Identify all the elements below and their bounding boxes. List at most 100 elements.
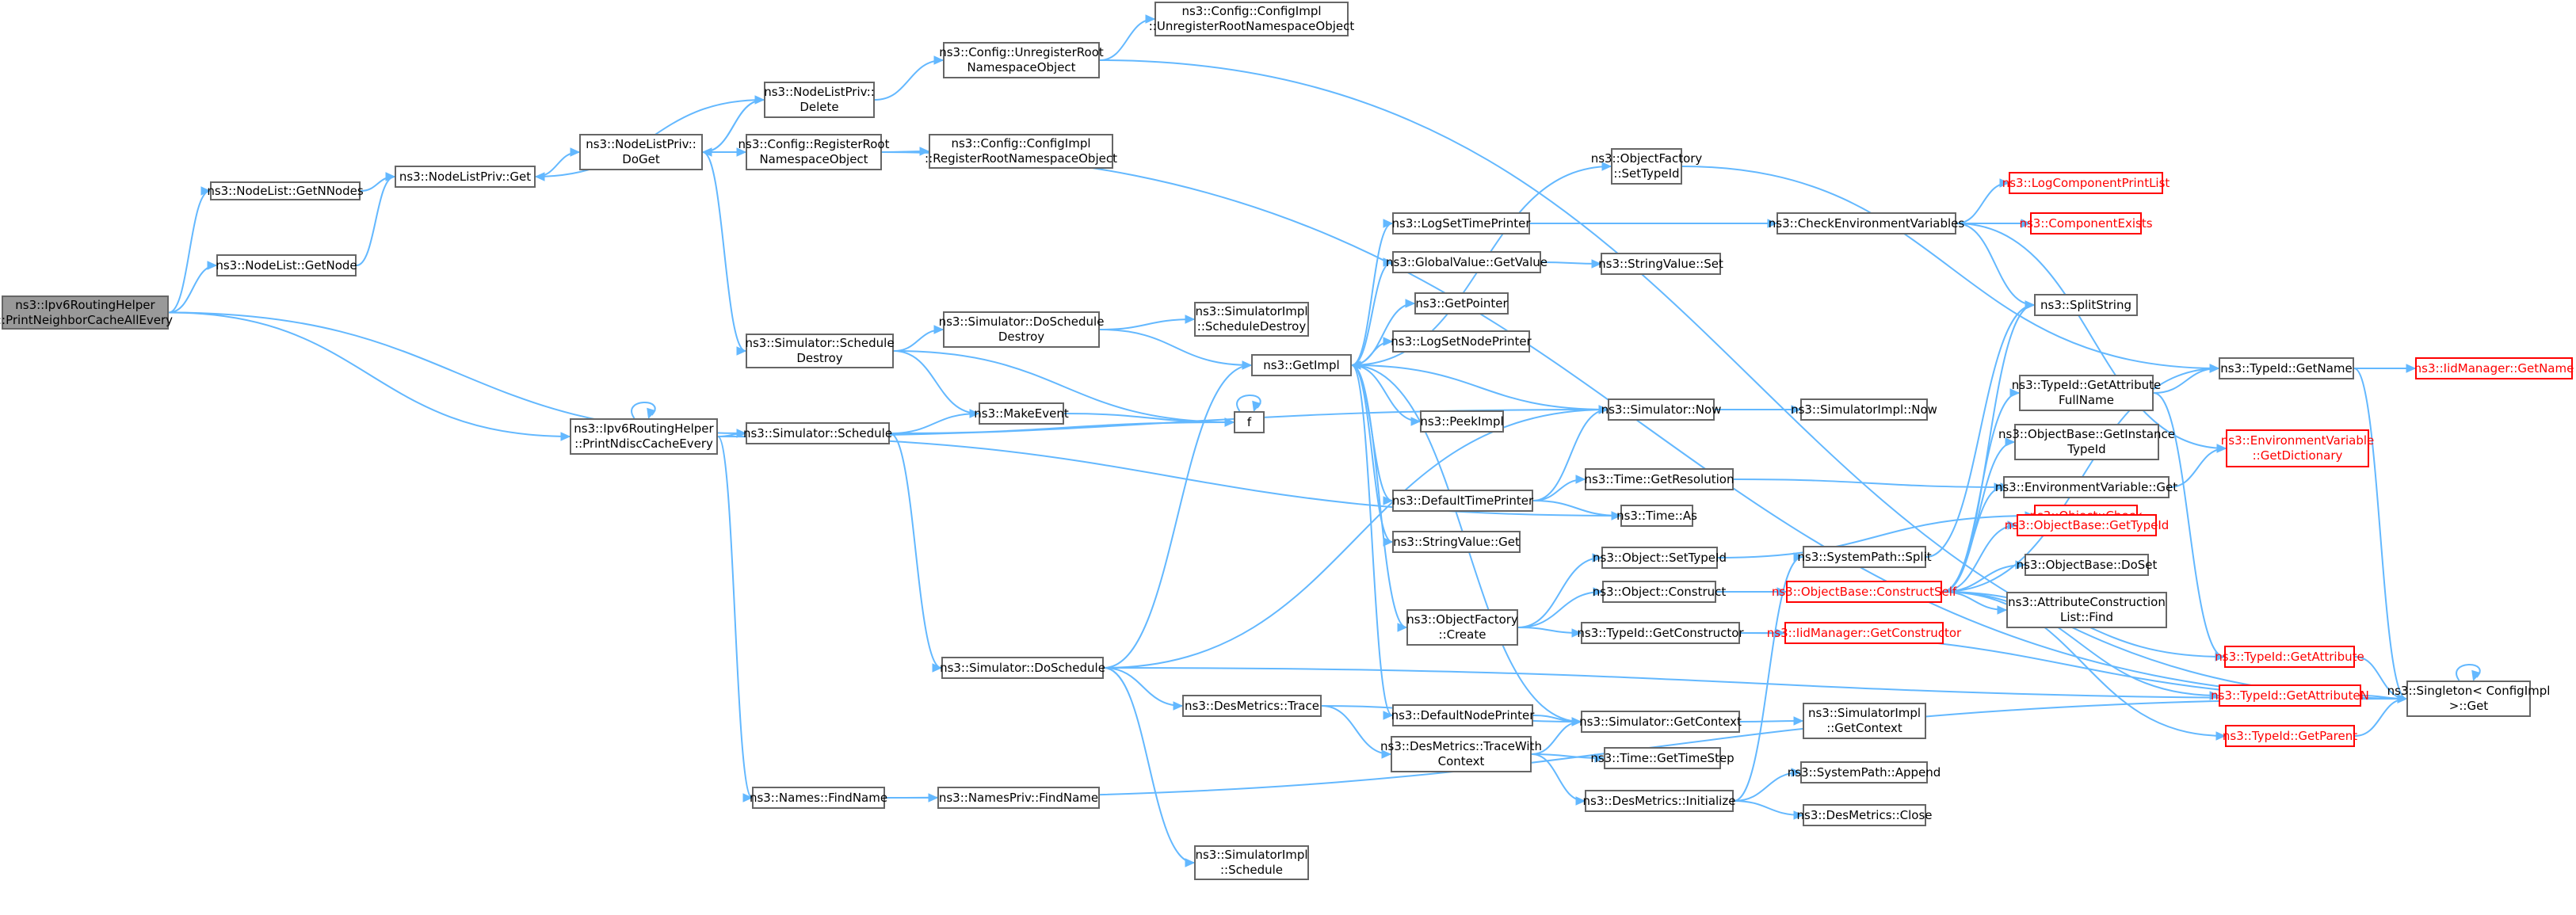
node-label: ns3::EnvironmentVariable	[2220, 433, 2375, 448]
node-str-val-get[interactable]: ns3::StringValue::Get	[1392, 531, 1521, 553]
node-sim-impl-now[interactable]: ns3::SimulatorImpl::Now	[1791, 398, 1937, 421]
node-env-get-dict[interactable]: ns3::EnvironmentVariable::GetDictionary	[2221, 429, 2374, 467]
node-nl-get-node[interactable]: ns3::NodeList::GetNode	[216, 254, 357, 276]
node-def-node-printer[interactable]: ns3::DefaultNodePrinter	[1391, 704, 1535, 726]
node-cfg-impl-reg[interactable]: ns3::Config::ConfigImpl::RegisterRootNam…	[925, 134, 1117, 169]
node-label: ::Schedule	[1219, 863, 1284, 877]
call-edge	[1099, 318, 1195, 330]
node-ob-get-tid[interactable]: ns3::ObjectBase::GetTypeId	[2005, 514, 2169, 536]
node-label: ns3::Config::UnregisterRoot	[939, 45, 1104, 59]
node-tid-get-name[interactable]: ns3::TypeId::GetName	[2219, 357, 2354, 379]
node-env-get[interactable]: ns3::EnvironmentVariable::Get	[1995, 476, 2177, 498]
node-time-get-step[interactable]: ns3::Time::GetTimeStep	[1590, 747, 1735, 769]
node-label: ns3::Simulator::Now	[1601, 402, 1722, 417]
node-label: ns3::Config::ConfigImpl	[951, 136, 1091, 151]
node-nlp-do-get[interactable]: ns3::NodeListPriv::DoGet	[579, 134, 703, 170]
node-time-as[interactable]: ns3::Time::As	[1616, 505, 1697, 527]
node-label: ns3::Config::ConfigImpl	[1181, 4, 1322, 18]
call-edge	[1531, 753, 1605, 759]
node-get-impl[interactable]: ns3::GetImpl	[1251, 354, 1352, 376]
edge-arrowhead	[1397, 623, 1408, 632]
node-sim-schedule[interactable]: ns3::Simulator::Schedule	[743, 422, 892, 444]
node-iid-get-ctor[interactable]: ns3::IidManager::GetConstructor	[1767, 622, 1961, 644]
node-label: ns3::Ipv6RoutingHelper	[574, 421, 714, 436]
call-edge	[889, 433, 942, 669]
call-edge	[1351, 364, 1609, 410]
node-sim-impl-schedule[interactable]: ns3::SimulatorImpl::Schedule	[1194, 845, 1309, 880]
node-comp-exists[interactable]: ns3::ComponentExists	[2019, 212, 2153, 234]
node-sp-split[interactable]: ns3::SystemPath::Split	[1797, 546, 1932, 568]
node-ob-construct-self[interactable]: ns3::ObjectBase::ConstructSelf	[1772, 581, 1956, 603]
node-nlp-delete[interactable]: ns3::NodeListPriv::Delete	[764, 82, 875, 118]
node-obj-construct[interactable]: ns3::Object::Construct	[1593, 581, 1726, 603]
node-of-set-type-id[interactable]: ns3::ObjectFactory::SetTypeId	[1591, 148, 1702, 185]
node-sim-impl-sched-destroy[interactable]: ns3::SimulatorImpl::ScheduleDestroy	[1194, 302, 1309, 337]
node-label: ns3::IidManager::GetConstructor	[1766, 625, 1962, 640]
node-tid-get-attr[interactable]: ns3::TypeId::GetAttribute	[2215, 646, 2364, 668]
node-make-event[interactable]: ns3::MakeEvent	[974, 402, 1069, 425]
node-label: ns3::DefaultNodePrinter	[1391, 707, 1535, 722]
node-des-close[interactable]: ns3::DesMetrics::Close	[1797, 804, 1933, 826]
edge-arrowhead	[1571, 628, 1582, 638]
edge-arrowhead	[736, 147, 747, 157]
call-edge	[2354, 698, 2407, 737]
call-edge	[2153, 392, 2225, 658]
node-print-ndisc[interactable]: ns3::Ipv6RoutingHelper::PrintNdiscCacheE…	[570, 418, 718, 455]
node-names-find[interactable]: ns3::Names::FindName	[750, 787, 887, 809]
node-label: ns3::Simulator::GetContext	[1579, 714, 1742, 729]
node-get-pointer[interactable]: ns3::GetPointer	[1414, 292, 1509, 315]
edge-arrowhead	[1593, 587, 1604, 597]
node-nlp-get[interactable]: ns3::NodeListPriv::Get	[395, 166, 536, 188]
node-label: ns3::DesMetrics::Close	[1796, 807, 1933, 822]
node-gv-get-value[interactable]: ns3::GlobalValue::GetValue	[1386, 251, 1548, 273]
node-names-priv-find[interactable]: ns3::NamesPriv::FindName	[937, 787, 1100, 809]
node-cfg-impl-unreg[interactable]: ns3::Config::ConfigImpl::UnregisterRootN…	[1149, 2, 1354, 36]
node-iid-get-name[interactable]: ns3::IidManager::GetName	[2414, 357, 2574, 379]
node-check-env[interactable]: ns3::CheckEnvironmentVariables	[1769, 212, 1964, 234]
node-tid-get-attr-n[interactable]: ns3::TypeId::GetAttributeN	[2211, 684, 2369, 707]
edge-arrowhead	[1601, 162, 1612, 171]
node-nl-get-nnodes[interactable]: ns3::NodeList::GetNNodes	[207, 181, 364, 200]
node-sim-now[interactable]: ns3::Simulator::Now	[1601, 398, 1721, 421]
node-str-val-set[interactable]: ns3::StringValue::Set	[1598, 253, 1723, 275]
node-label: ns3::GlobalValue::GetValue	[1385, 254, 1548, 269]
node-sim-do-schedule[interactable]: ns3::Simulator::DoSchedule	[940, 657, 1105, 679]
node-log-comp-list[interactable]: ns3::LogComponentPrintList	[2002, 172, 2170, 194]
node-sim-get-ctx[interactable]: ns3::Simulator::GetContext	[1579, 711, 1742, 733]
edge-arrowhead	[1598, 405, 1609, 414]
node-des-trace[interactable]: ns3::DesMetrics::Trace	[1182, 695, 1322, 717]
node-sim-impl-get-ctx[interactable]: ns3::SimulatorImpl::GetContext	[1803, 703, 1926, 739]
node-of-create[interactable]: ns3::ObjectFactory::Create	[1406, 609, 1518, 646]
call-edge	[1681, 166, 2219, 369]
call-edge	[1351, 364, 1407, 628]
call-edge	[1941, 304, 2035, 593]
node-sp-append[interactable]: ns3::SystemPath::Append	[1788, 761, 1941, 783]
node-singleton-get[interactable]: ns3::Singleton< ConfigImpl >::Get	[2387, 681, 2550, 717]
node-label: DoGet	[622, 152, 660, 166]
node-split-string[interactable]: ns3::SplitString	[2034, 294, 2138, 316]
node-time-get-res[interactable]: ns3::Time::GetResolution	[1585, 468, 1734, 490]
node-ob-do-set[interactable]: ns3::ObjectBase::DoSet	[2017, 554, 2157, 576]
node-f[interactable]: f	[1234, 411, 1265, 433]
node-peek-impl[interactable]: ns3::PeekImpl	[1420, 410, 1504, 433]
node-tid-get-ctor[interactable]: ns3::TypeId::GetConstructor	[1577, 622, 1744, 644]
call-edge	[1099, 59, 2407, 700]
node-log-set-node[interactable]: ns3::LogSetNodePrinter	[1391, 330, 1532, 353]
node-des-init[interactable]: ns3::DesMetrics::Initialize	[1583, 790, 1735, 812]
node-obj-set-type-id[interactable]: ns3::Object::SetTypeId	[1593, 547, 1727, 569]
node-def-time-printer[interactable]: ns3::DefaultTimePrinter	[1392, 490, 1533, 512]
node-tid-get-parent[interactable]: ns3::TypeId::GetParent	[2223, 725, 2357, 747]
node-label: ns3::MakeEvent	[974, 406, 1069, 421]
node-log-set-time[interactable]: ns3::LogSetTimePrinter	[1392, 212, 1531, 234]
node-label: ns3::Time::GetTimeStep	[1590, 750, 1735, 765]
